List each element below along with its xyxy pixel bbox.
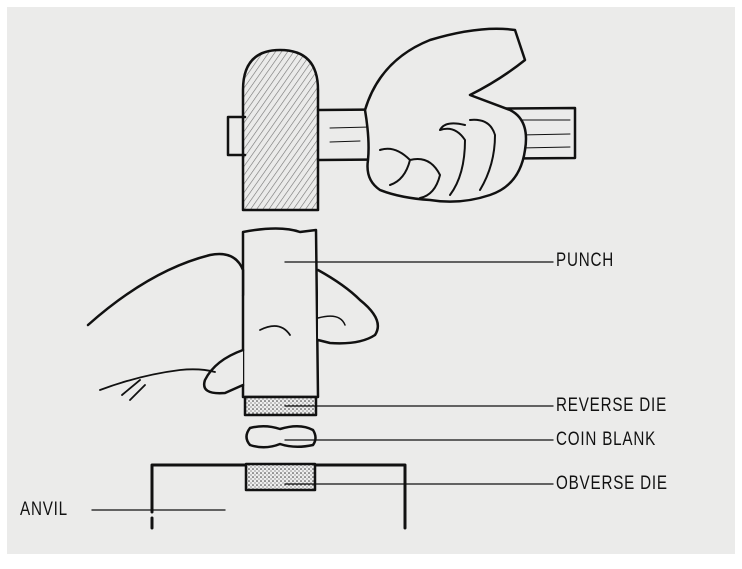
label-anvil: ANVIL	[20, 499, 68, 520]
hammer-head	[241, 48, 320, 212]
coin-blank	[245, 425, 317, 449]
label-reverse-die: REVERSE DIE	[556, 395, 668, 416]
obverse-die	[244, 462, 317, 492]
punch	[241, 227, 320, 399]
leader-lines	[91, 261, 554, 511]
label-punch: PUNCH	[556, 250, 615, 271]
label-coin-blank: COIN BLANK	[556, 429, 657, 450]
right-hand	[363, 27, 528, 203]
left-hand	[86, 252, 380, 395]
label-obverse-die: OBVERSE DIE	[556, 473, 668, 494]
